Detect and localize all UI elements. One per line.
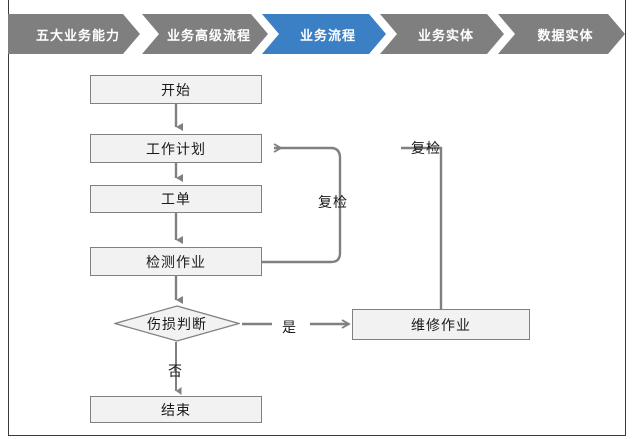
- edge-label-recheck-inner: 复检: [318, 194, 348, 210]
- breadcrumb-label: 五大业务能力: [35, 27, 120, 43]
- edge-repair-recheck-to-workplan: [401, 146, 443, 309]
- edge-label-yes: 是: [282, 319, 297, 335]
- node-damage-decision[interactable]: 伤损判断: [114, 305, 240, 342]
- frame-border-left: [8, 0, 9, 436]
- node-end[interactable]: 结束: [90, 396, 262, 423]
- node-label: 检测作业: [146, 253, 206, 270]
- node-work-plan[interactable]: 工作计划: [90, 134, 262, 163]
- edge-label-recheck-outer: 复检: [411, 140, 441, 156]
- node-label: 工单: [161, 191, 191, 207]
- flowchart-connectors: [174, 104, 443, 395]
- edge-label-no: 否: [168, 363, 183, 379]
- breadcrumb-item-high-level-process[interactable]: 业务高级流程: [142, 14, 268, 54]
- node-inspection[interactable]: 检测作业: [90, 247, 262, 276]
- breadcrumb-label: 业务高级流程: [166, 27, 251, 43]
- breadcrumb-label: 业务实体: [417, 27, 474, 43]
- breadcrumb: 五大业务能力 业务高级流程 业务流程 业务实体 数据实体: [8, 14, 625, 54]
- node-start[interactable]: 开始: [90, 75, 262, 104]
- frame-border-bottom: [8, 435, 626, 436]
- node-label: 维修作业: [411, 316, 471, 333]
- flowchart: 开始 工作计划 工单 检测作业 伤损判断 维修作业 结束 复检 复检 是 否: [0, 58, 634, 433]
- node-work-order[interactable]: 工单: [90, 185, 262, 213]
- breadcrumb-label: 业务流程: [299, 27, 356, 43]
- node-label: 伤损判断: [147, 315, 207, 332]
- node-label: 工作计划: [146, 140, 206, 157]
- breadcrumb-item-business-entity[interactable]: 业务实体: [380, 14, 504, 54]
- node-label: 结束: [161, 401, 191, 418]
- breadcrumb-item-business-process[interactable]: 业务流程: [262, 14, 386, 54]
- breadcrumb-item-five-capabilities[interactable]: 五大业务能力: [8, 14, 140, 54]
- frame-border-right: [625, 0, 626, 436]
- diamond-shape: [114, 305, 240, 342]
- node-label: 开始: [161, 81, 191, 98]
- node-repair[interactable]: 维修作业: [352, 309, 530, 340]
- edge-inspection-recheck-to-workplan: [262, 148, 342, 264]
- breadcrumb-item-data-entity[interactable]: 数据实体: [498, 14, 625, 54]
- breadcrumb-label: 数据实体: [537, 27, 594, 43]
